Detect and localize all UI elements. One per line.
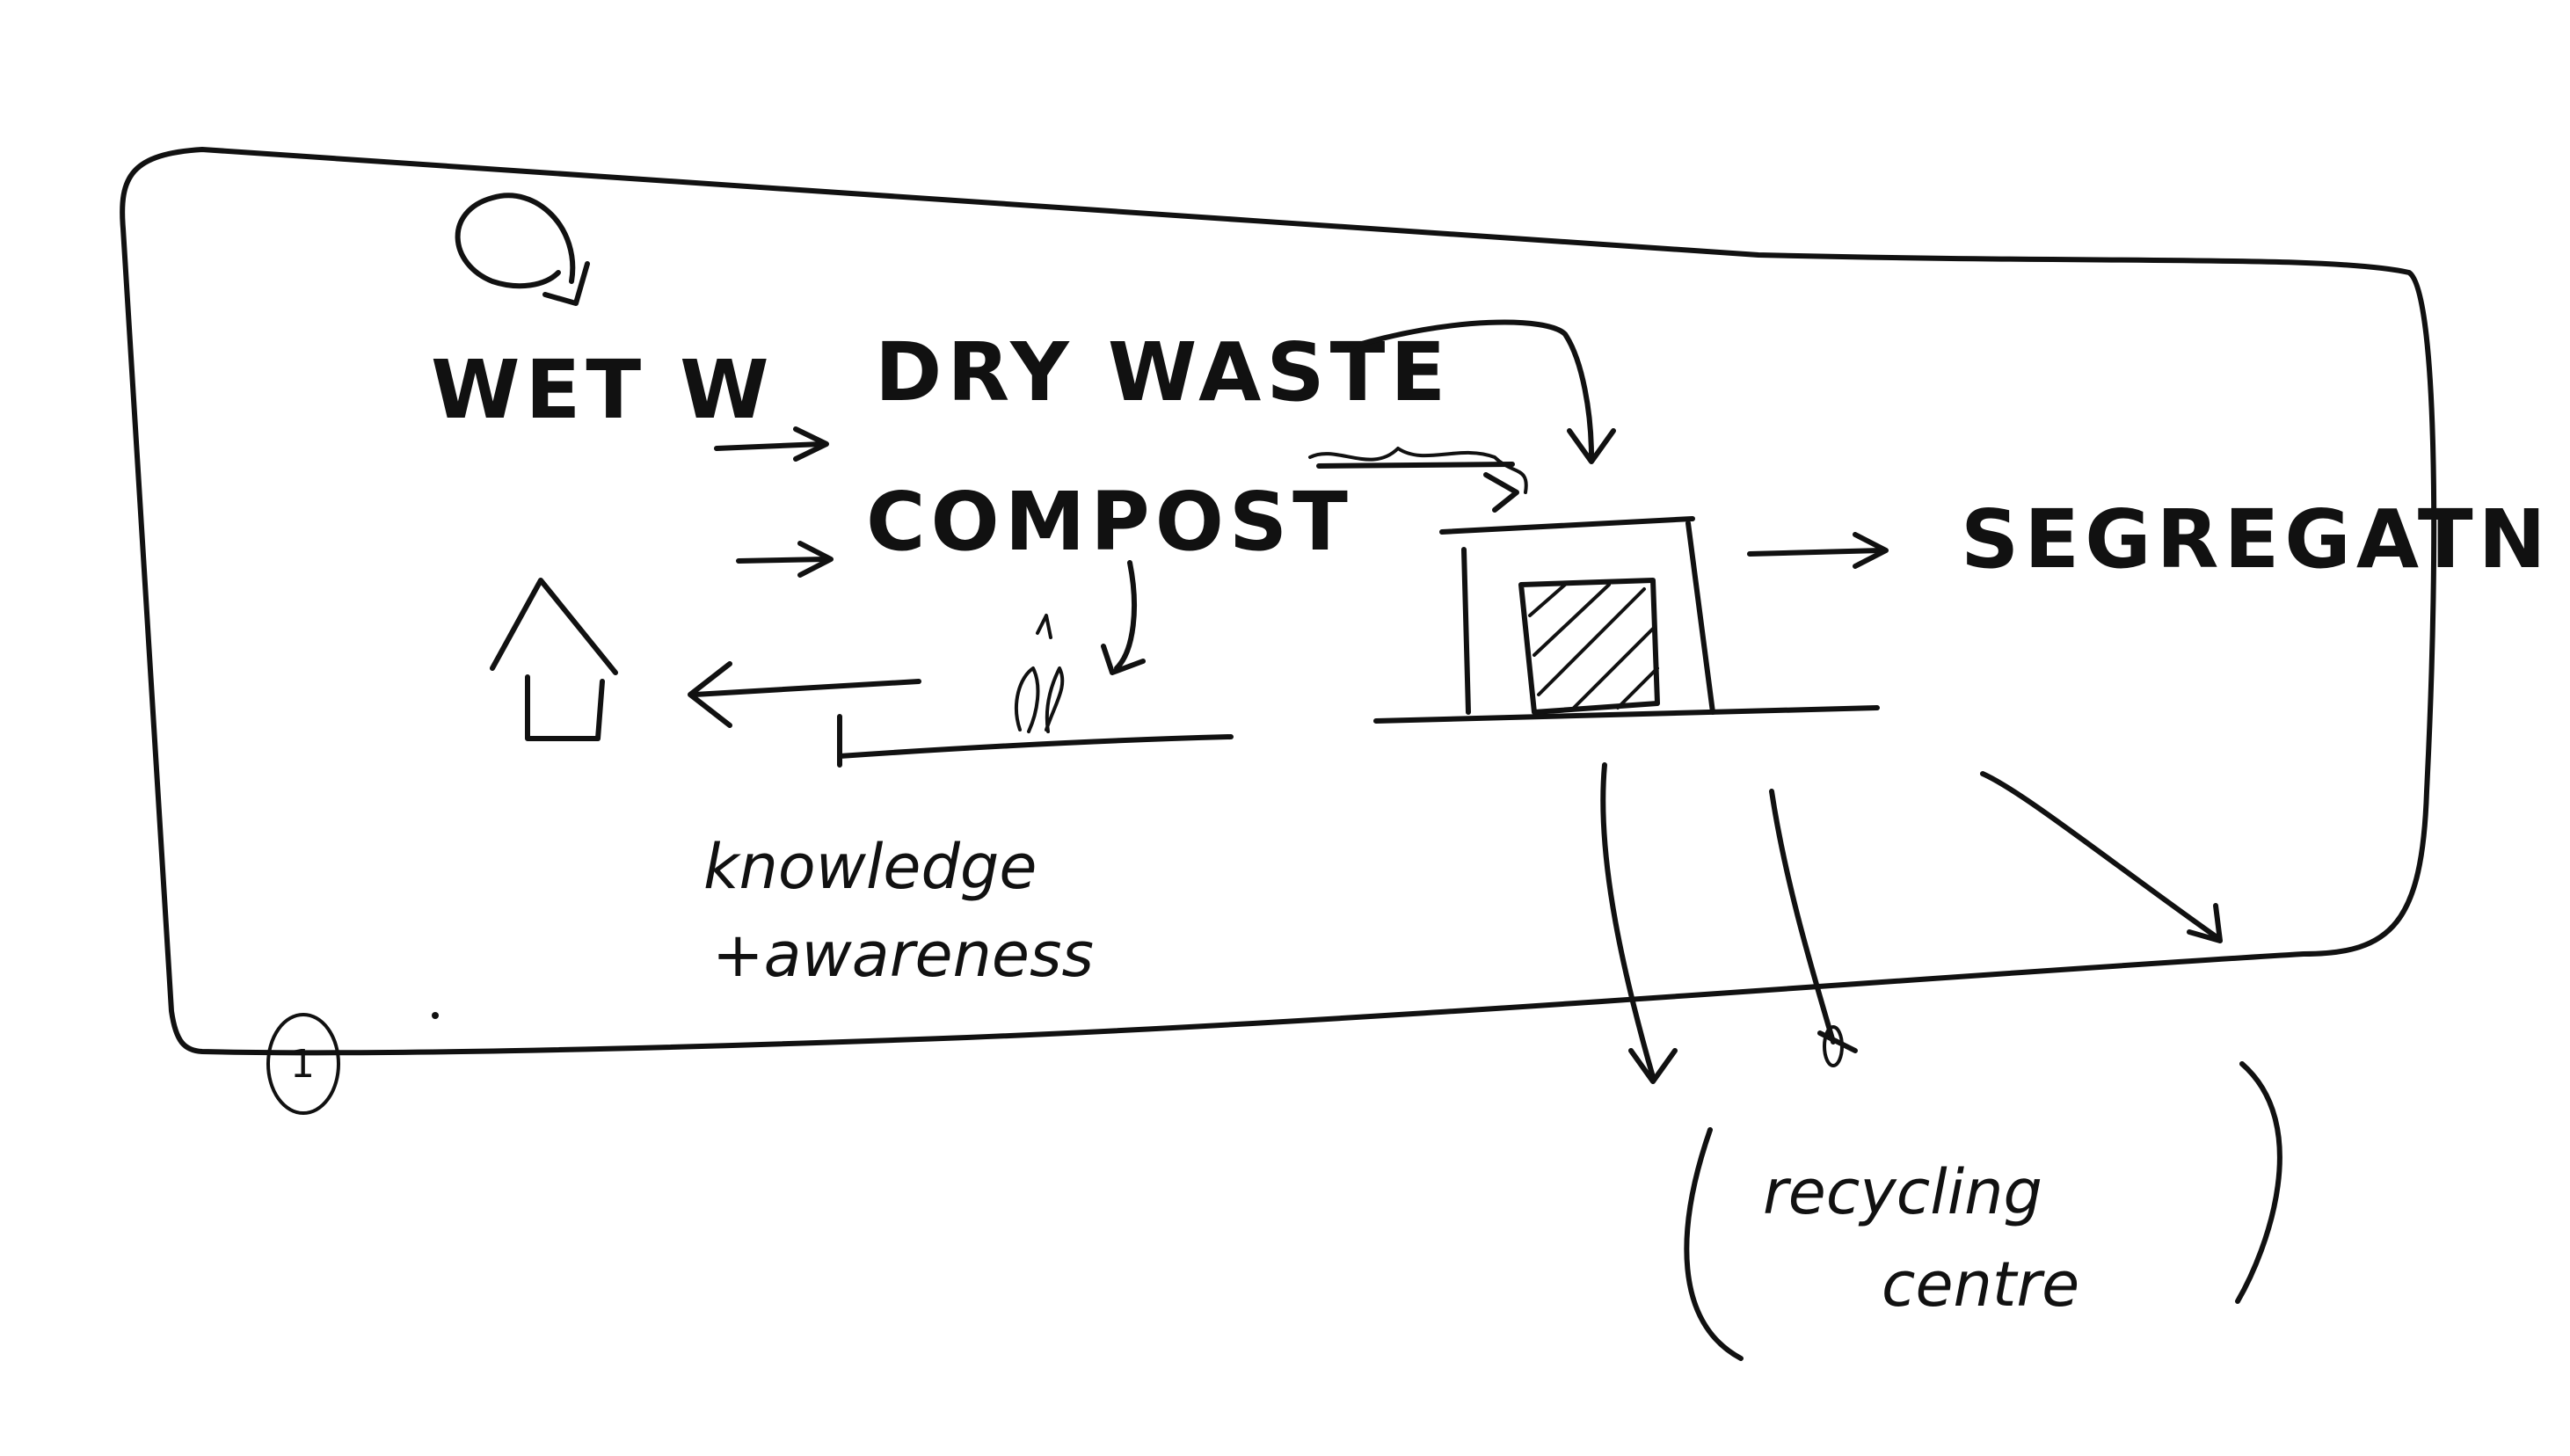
centre-label: centre: [1882, 1249, 2079, 1321]
segregation-label: SEGREGATN: [1961, 492, 2552, 586]
garden-ground-line: [837, 714, 1234, 768]
recycling-bracket-right: [2235, 1061, 2282, 1304]
wet-waste-label: WET W: [431, 343, 775, 437]
cycle-arrow-icon: [455, 193, 590, 306]
plant-icon: [1014, 614, 1065, 733]
house-icon: [490, 578, 618, 741]
arrow-to-segregation: [1747, 532, 1889, 569]
outer-frame: [120, 147, 2437, 1056]
arrow-to-compost: [736, 541, 834, 578]
recycling-bracket-left: [1684, 1127, 1744, 1361]
arrow-dry-to-bin: [1347, 319, 1616, 464]
arrow-to-house: [688, 661, 921, 728]
recycling-label: recycling: [1763, 1156, 2042, 1228]
awareness-label: +awareness: [712, 919, 1094, 991]
dry-waste-label: DRY WASTE: [875, 325, 1451, 419]
stray-dot: [432, 1012, 439, 1019]
compost-down-arrow: [1101, 560, 1146, 675]
arrow-down-middle: [1769, 789, 1858, 1067]
arrow-down-right: [1980, 771, 2223, 943]
page-number-badge: 1: [266, 1013, 340, 1115]
compost-label: COMPOST: [866, 475, 1353, 569]
knowledge-label: knowledge: [703, 831, 1037, 903]
page-number: 1: [290, 1042, 315, 1087]
scribbled-word: [1308, 447, 1528, 513]
segregation-bin-icon: [1373, 516, 1880, 724]
arrow-to-compost-top: [714, 426, 829, 462]
arrow-down-left: [1600, 762, 1678, 1084]
